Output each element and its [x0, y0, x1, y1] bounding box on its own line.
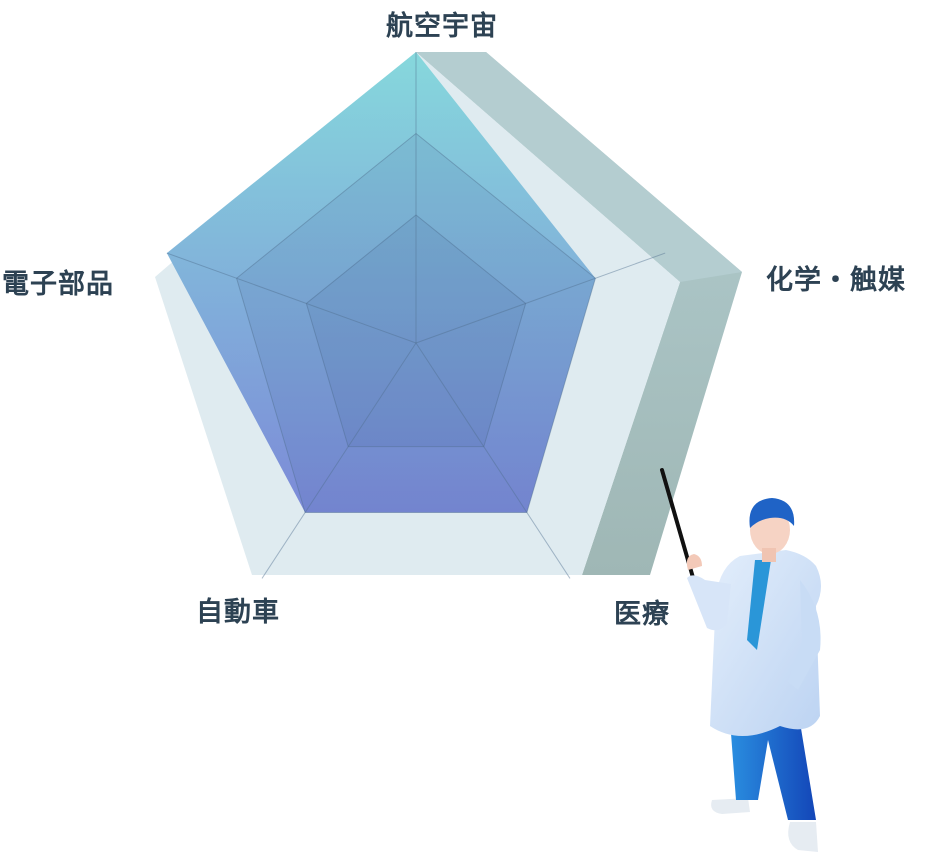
- axis-label-automotive: 自動車: [196, 597, 280, 628]
- axis-line-1: [415, 252, 666, 344]
- axis-line-3: [261, 342, 417, 579]
- scientist-illustration: [660, 468, 821, 852]
- data-polygon: [166, 52, 596, 513]
- axis-line-2: [415, 342, 571, 579]
- panel-side-face: [416, 52, 742, 575]
- panel-side-top: [416, 52, 742, 282]
- axis-label-chemistry: 化学・触媒: [766, 265, 906, 296]
- axis-label-electronics: 電子部品: [2, 269, 114, 300]
- axis-label-medical: 医療: [614, 599, 670, 630]
- axis-label-aerospace: 航空宇宙: [386, 11, 498, 42]
- pointer-stick: [660, 468, 698, 590]
- grid-ring-1: [236, 132, 596, 514]
- grid-ring-0: [305, 214, 527, 448]
- axis-line-4: [166, 252, 417, 344]
